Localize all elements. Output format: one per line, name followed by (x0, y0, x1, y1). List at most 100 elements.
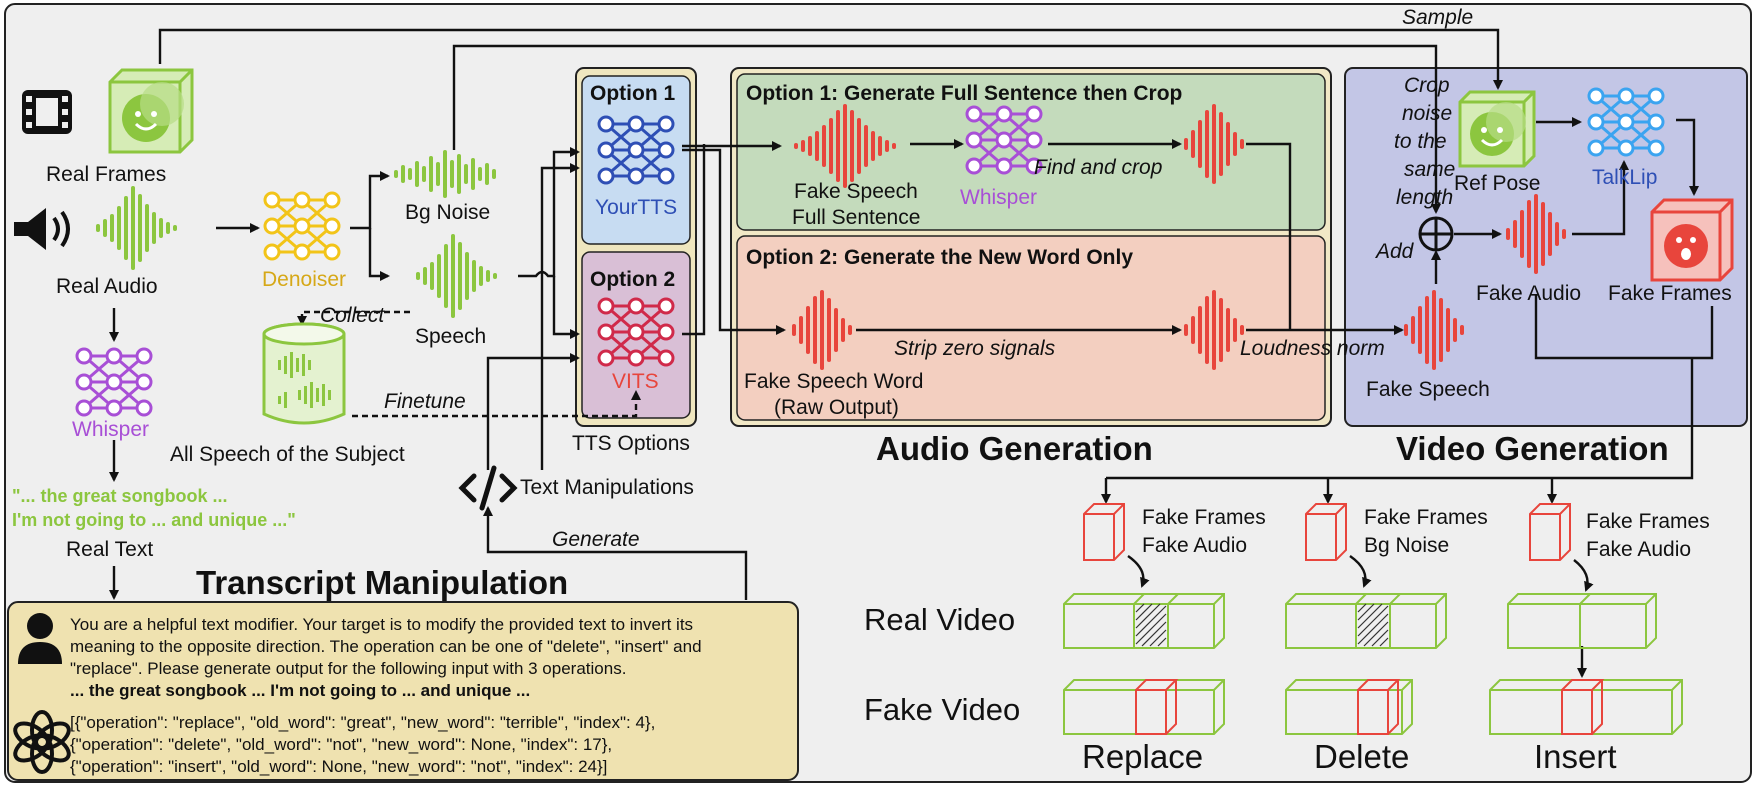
code-icon (458, 465, 518, 511)
prompt-line-1: You are a helpful text modifier. Your ta… (70, 615, 693, 634)
delete-top-label-2: Bg Noise (1364, 534, 1449, 557)
crop-noise-label-3: to the (1394, 130, 1447, 153)
real-text-quote-2: I'm not going to ... and unique ..." (12, 510, 296, 530)
text-manipulations-label: Text Manipulations (520, 476, 694, 499)
denoiser-network-icon (263, 191, 341, 261)
real-audio-label: Real Audio (56, 275, 158, 298)
crop-noise-label-4: same (1404, 158, 1455, 181)
delete-down-arrow (1349, 555, 1372, 588)
crop-noise-label-5: length (1396, 186, 1453, 209)
fake-speech-full-label-2: Full Sentence (792, 206, 920, 229)
crop-to-loudness (1246, 142, 1292, 330)
talklip-network-icon (1587, 87, 1665, 157)
tts-option1-title: Option 1 (590, 82, 675, 105)
denoiser-to-speech (368, 228, 390, 281)
real-frames-face-icon (108, 68, 194, 154)
real-text-label: Real Text (66, 538, 153, 561)
denoiser-label: Denoiser (262, 268, 346, 291)
collect-label: Collect (320, 304, 385, 327)
fake-speech-word-label-2: (Raw Output) (774, 396, 899, 419)
delete-real-video-bar (1285, 593, 1447, 649)
speech-database-icon (262, 322, 346, 425)
delete-top-label-1: Fake Frames (1364, 506, 1488, 529)
crop-noise-label-2: noise (1402, 102, 1452, 125)
real-frames-label: Real Frames (46, 163, 166, 186)
generate-connector (483, 506, 748, 600)
replace-label: Replace (1082, 738, 1203, 775)
find-and-crop-label: Find and crop (1034, 156, 1162, 179)
audio-option2-panel (736, 235, 1326, 421)
finetune-label: Finetune (384, 390, 466, 413)
vits-label: VITS (612, 370, 659, 393)
vits-to-full (682, 144, 706, 336)
insert-down-arrow (1573, 559, 1594, 592)
loudness-norm-label: Loudness norm (1240, 337, 1385, 360)
prompt-line-3: "replace". Please generate output for th… (70, 659, 626, 678)
user-icon (18, 613, 62, 664)
whisper-mid-label: Whisper (960, 186, 1037, 209)
insert-label: Insert (1534, 738, 1617, 775)
real-video-label: Real Video (864, 602, 1015, 637)
video-generation-panel (1344, 67, 1748, 427)
add-label: Add (1374, 240, 1415, 263)
talklip-label: TalkLip (1592, 166, 1657, 189)
fake-frames-video-label: Fake Frames (1608, 282, 1732, 305)
vits-network-icon (597, 297, 675, 367)
denoiser-split (350, 171, 390, 230)
yourtts-network-icon (597, 115, 675, 185)
replace-real-video-bar (1063, 593, 1225, 649)
prompt-line-4: ... the great songbook ... I'm not going… (70, 681, 530, 700)
fake-frames-face-icon (1650, 198, 1734, 282)
whisper-left-network-icon (75, 347, 153, 417)
tts-options-label: TTS Options (572, 432, 690, 455)
audio-generation-title: Audio Generation (876, 430, 1153, 467)
text-to-vits (486, 353, 580, 470)
tts-option2-title: Option 2 (590, 268, 675, 291)
film-strip-icon (22, 90, 72, 134)
strip-zero-label: Strip zero signals (894, 337, 1056, 360)
delete-label: Delete (1314, 738, 1409, 775)
fake-audio-video-label: Fake Audio (1476, 282, 1581, 305)
sample-connector (158, 28, 1503, 90)
talklip-to-fake-frames (1676, 118, 1699, 196)
collect-connector (297, 310, 410, 326)
transcript-manipulation-title: Transcript Manipulation (196, 564, 568, 601)
whisper-mid-network-icon (965, 105, 1043, 175)
output-line-1: [{"operation": "replace", "old_word": "g… (70, 713, 655, 732)
video-out-connector (1106, 294, 1714, 480)
output-line-2: {"operation": "delete", "old_word": "not… (70, 735, 612, 754)
delete-frames-cube-icon (1305, 503, 1347, 561)
ref-pose-face-icon (1458, 90, 1536, 168)
yourtts-to-word (682, 148, 786, 335)
fake-speech-video-label: Fake Speech (1366, 378, 1490, 401)
output-line-3: {"operation": "insert", "old_word": None… (70, 757, 607, 776)
fake-audio-to-talklip (1572, 160, 1629, 236)
video-generation-title: Video Generation (1396, 430, 1669, 467)
whisper-left-label: Whisper (72, 418, 149, 441)
audio-option1-panel (736, 73, 1326, 231)
fake-speech-word-label-1: Fake Speech Word (744, 370, 923, 393)
insert-top-label-1: Fake Frames (1586, 510, 1710, 533)
replace-down-arrow (1127, 555, 1150, 588)
insert-real-video-bar (1507, 593, 1657, 649)
speech-to-tts (518, 147, 580, 278)
openai-logo-icon (13, 710, 71, 774)
replace-fake-video-bar (1063, 679, 1225, 735)
audio-option1-title: Option 1: Generate Full Sentence then Cr… (746, 82, 1182, 105)
all-speech-label: All Speech of the Subject (170, 443, 405, 466)
insert-frames-cube-icon (1529, 503, 1571, 561)
prompt-line-2: meaning to the opposite direction. The o… (70, 637, 702, 656)
real-text-quote-1: "... the great songbook ... (12, 486, 228, 506)
speaker-icon (14, 208, 70, 250)
speech-label: Speech (415, 325, 486, 348)
fake-video-label: Fake Video (864, 692, 1020, 727)
bg-noise-label: Bg Noise (405, 201, 490, 224)
ref-pose-label: Ref Pose (1454, 172, 1540, 195)
sample-label: Sample (1402, 6, 1473, 29)
finetune-connector (352, 390, 641, 418)
circle-plus-icon (1418, 216, 1454, 252)
prompt-panel (7, 601, 799, 781)
text-to-tts (540, 163, 580, 470)
speech-to-vits (552, 276, 580, 339)
replace-top-label-1: Fake Frames (1142, 506, 1266, 529)
